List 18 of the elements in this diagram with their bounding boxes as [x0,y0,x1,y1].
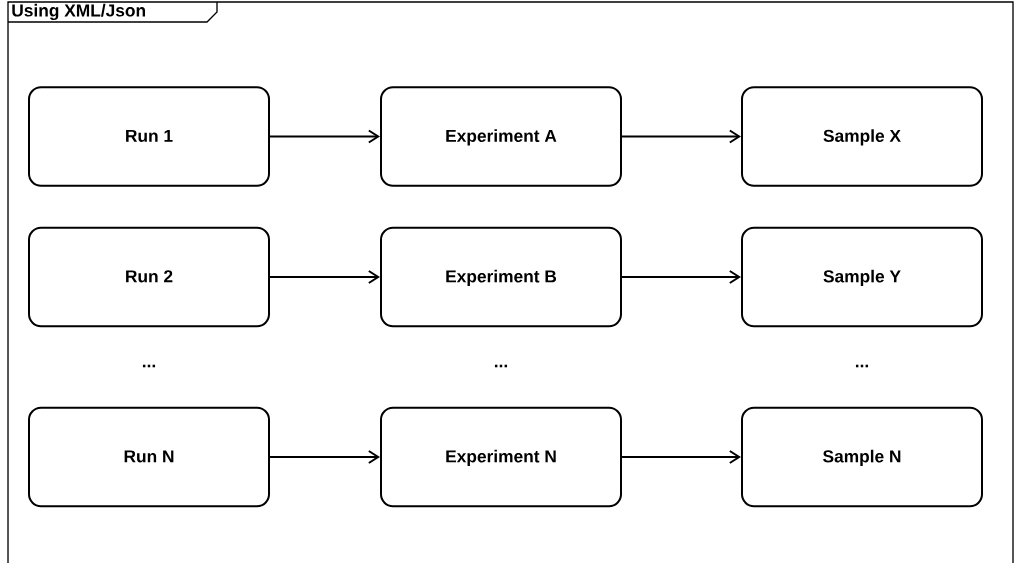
arrow [269,450,380,464]
process-box: Sample Y [741,226,983,328]
process-box: Experiment A [380,86,622,187]
ellipsis: ... [494,364,508,368]
process-box: Experiment N [380,406,622,508]
process-box: Sample N [741,406,983,508]
arrow [269,129,380,144]
ellipsis: ... [855,364,869,368]
process-box: Run N [28,406,270,508]
process-box: Sample X [741,86,983,187]
arrow [621,129,741,144]
process-box: Run 2 [28,226,270,328]
arrow [269,270,380,284]
ellipsis: ... [142,364,156,368]
arrow [621,270,741,284]
process-box: Run 1 [28,86,270,187]
process-box: Experiment B [380,226,622,328]
arrow [621,450,741,464]
